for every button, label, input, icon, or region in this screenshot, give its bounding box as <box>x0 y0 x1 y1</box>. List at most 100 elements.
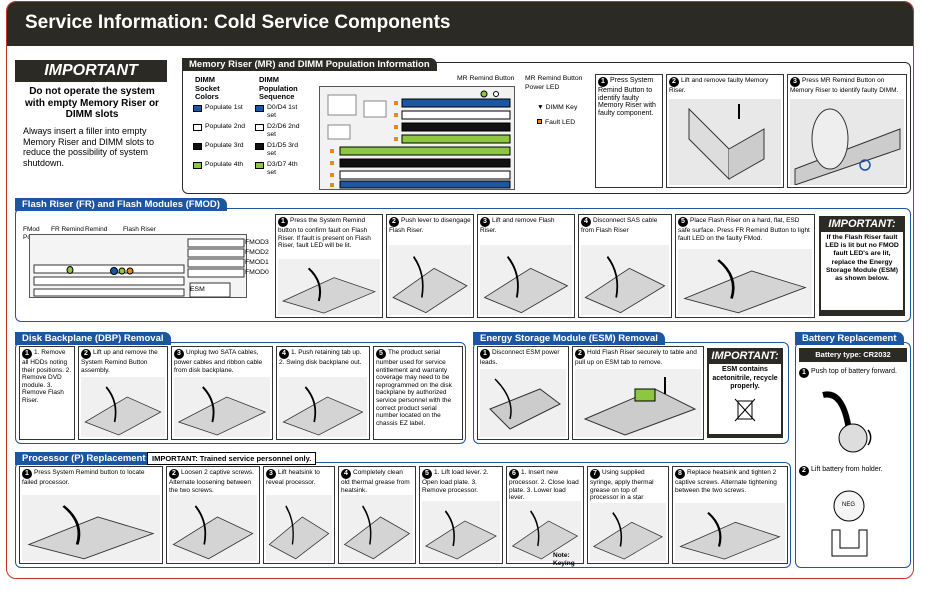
step-number: 2 <box>389 217 399 227</box>
flash-step-2-illustration <box>389 245 471 315</box>
step-text: 1. Lift load lever. 2. Open load plate. … <box>422 469 489 494</box>
step-number: 3 <box>266 469 276 479</box>
legend-socket-text: Populate 3rd <box>205 142 244 149</box>
step-number: 3 <box>480 217 490 227</box>
step-text: Loosen 2 captive screws. Alternate loose… <box>169 469 254 494</box>
legend-socket-text: Populate 4th <box>205 161 244 168</box>
flash-section <box>15 208 911 322</box>
processor-step-4-illustration <box>341 495 413 561</box>
triangle-down-icon: ▼ <box>537 104 546 111</box>
fmod-label: FMOD0 <box>245 269 269 276</box>
step-number: 3 <box>790 77 800 87</box>
step-text: Press MR Remind Button on Memory Riser t… <box>790 77 899 94</box>
dbp-header: Disk Backplane (DBP) Removal <box>15 332 171 345</box>
flash-step-4-illustration <box>581 245 669 315</box>
step-text: Place Flash Riser on a hard, flat, ESD s… <box>678 217 810 242</box>
legend-sequence-text: D3/D7 4th set <box>267 161 298 176</box>
mr-legend-row: Populate 2nd D2/D6 2nd set <box>193 123 313 138</box>
step-number: 7 <box>590 469 600 479</box>
esm-important-label: IMPORTANT: <box>711 350 779 362</box>
mr-dimm-key-text: DIMM Key <box>545 104 578 111</box>
flash-important-box: IMPORTANT: If the Flash Riser fault LED … <box>819 216 905 316</box>
service-sheet: Service Information: Cold Service Compon… <box>6 1 914 579</box>
mr-label-remind: MR Remind Button <box>457 75 515 82</box>
memory-riser-drawing <box>327 90 511 189</box>
processor-step-2-illustration <box>169 495 257 561</box>
step-text: 1. Insert new processor. 2. Close load p… <box>509 469 579 502</box>
step-text: Push lever to disengage Flash Riser. <box>389 217 471 234</box>
step-number: 1 <box>598 77 608 87</box>
step-number: 1 <box>799 368 809 378</box>
important-text: Always insert a filler into empty Memory… <box>23 126 155 168</box>
dbp-step-4-illustration <box>279 377 367 437</box>
step-text: Press the System Remind button to confir… <box>278 217 371 250</box>
swatch-seq-1 <box>255 124 264 131</box>
battery-step-2-illustration: NEG <box>831 490 868 557</box>
mr-header: Memory Riser (MR) and DIMM Population In… <box>182 58 437 71</box>
processor-step-3-illustration <box>266 495 332 561</box>
legend-sequence-text: D0/D4 1st set <box>267 104 298 119</box>
dbp-step-3-illustration <box>174 377 270 437</box>
mr-label-fault: Fault LED <box>537 119 575 128</box>
step-text: Lift up and remove the System Remind But… <box>81 349 158 374</box>
step-number: 2 <box>169 469 179 479</box>
swatch-seq-2 <box>255 143 264 150</box>
mr-fault-text: Fault LED <box>545 119 576 126</box>
legend-sequence-text: D2/D6 2nd set <box>267 123 300 138</box>
step-text: Lift and remove faulty Memory Riser. <box>669 77 769 94</box>
flash-step-3-illustration <box>480 245 572 315</box>
dbp-step-2-illustration <box>81 377 165 437</box>
step-number: 2 <box>799 466 809 476</box>
battery-type-label: Battery type: CR2032 <box>799 348 907 362</box>
flash-important-text: If the Flash Riser fault LED is lit but … <box>821 232 903 310</box>
mr-step-2-illustration <box>669 99 781 185</box>
esm-important-text: ESM contains acetonitrile, recycle prope… <box>712 366 778 390</box>
step-number: 1 <box>22 349 32 359</box>
step-number: 4 <box>581 217 591 227</box>
legend-socket-text: Populate 2nd <box>205 123 246 130</box>
fmod-label: FMOD3 <box>245 239 269 246</box>
mr-legend-row: Populate 4th D3/D7 4th set <box>193 161 313 176</box>
swatch-2 <box>193 143 202 150</box>
step-number: 5 <box>678 217 688 227</box>
step-text: Lift heatsink to reveal processor. <box>266 469 320 486</box>
step-text: Lift battery from holder. <box>811 466 883 473</box>
esm-header: Energy Storage Module (ESM) Removal <box>473 332 665 345</box>
esm-step-2-illustration <box>575 369 701 437</box>
mr-col1-title: DIMM Socket Colors <box>195 75 220 101</box>
important-label: IMPORTANT <box>15 60 167 82</box>
flash-step-1-illustration <box>278 259 380 315</box>
processor-step-1-illustration <box>22 495 160 561</box>
processor-note: Note: Keying <box>553 552 575 567</box>
battery-header: Battery Replacement <box>795 332 904 345</box>
mr-col2-title: DIMM Population Sequence <box>259 75 298 101</box>
legend-socket-text: Populate 1st <box>205 104 243 111</box>
step-number: 2 <box>575 349 585 359</box>
page-title: Service Information: Cold Service Compon… <box>7 2 913 46</box>
flash-step-5-illustration <box>678 249 812 315</box>
step-number: 8 <box>675 469 685 479</box>
step-text: 1. Remove all HDDs noting their position… <box>22 349 72 404</box>
